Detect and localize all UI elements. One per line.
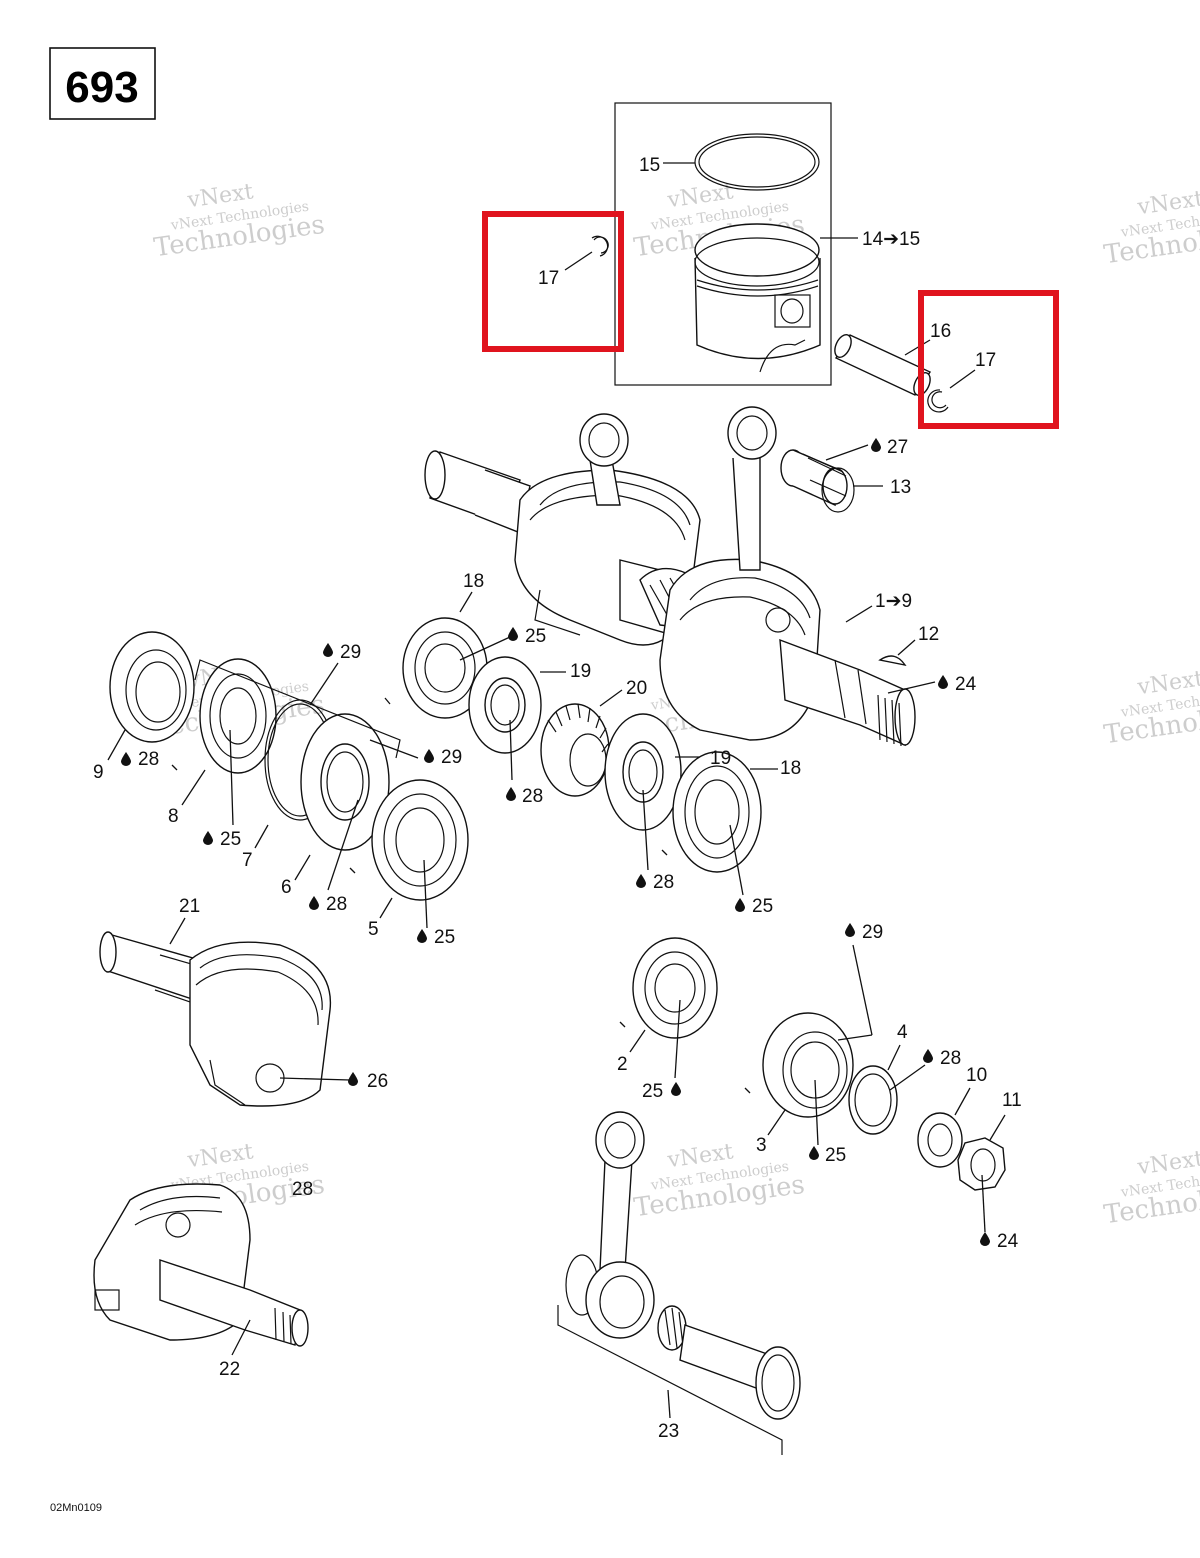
callout: 29: [441, 747, 462, 768]
seal-19-lower: [604, 713, 706, 871]
oil-drop-icon: [424, 749, 434, 763]
page-number-box: 693: [49, 47, 156, 120]
callout: 4: [897, 1022, 908, 1043]
callout: 28: [326, 894, 347, 915]
callout: 21: [179, 896, 200, 917]
oil-drop-icon: [671, 1082, 681, 1096]
bearing-2: [619, 937, 718, 1079]
callout: 25: [434, 927, 455, 948]
oil-drop-icon: [735, 898, 745, 912]
callout: 14➔15: [862, 229, 920, 250]
washer-10: [917, 1087, 971, 1168]
callout: 17: [975, 350, 996, 371]
callout: 11: [1002, 1090, 1022, 1111]
page-number: 693: [65, 63, 138, 112]
nut-11: [957, 1114, 1006, 1233]
figure-code: 02Mn0109: [50, 1502, 102, 1514]
callout: 2: [617, 1054, 628, 1075]
callout: 29: [862, 922, 883, 943]
bearing-5: [349, 779, 469, 929]
oil-drop-icon: [845, 923, 855, 937]
oil-drop-icon: [323, 643, 333, 657]
callout: 28: [522, 786, 543, 807]
callout: 12: [918, 624, 939, 645]
callout: 24: [997, 1231, 1019, 1252]
woodruff-key: [878, 639, 916, 667]
callout: 23: [658, 1421, 679, 1442]
callout: 10: [966, 1065, 987, 1086]
callout: 9: [93, 762, 104, 783]
callout: 3: [756, 1135, 767, 1156]
gear-20: [540, 689, 623, 797]
callout-labels: 15 14➔15 17 16 17 27 13 18 1➔9 12 24 29 …: [93, 155, 1022, 1442]
callout: 13: [890, 477, 911, 498]
seal-19-upper: [468, 656, 566, 781]
callout: 25: [752, 896, 773, 917]
seal-6: [294, 713, 419, 891]
piston-pin: [834, 334, 932, 396]
callout: 28: [138, 749, 159, 770]
seal-9: [107, 631, 195, 761]
highlight-box-right: [918, 290, 1059, 429]
oil-drop-icon: [348, 1072, 358, 1086]
piston-ring: [694, 133, 820, 191]
oil-drop-icon: [636, 874, 646, 888]
piston-group: [614, 102, 858, 386]
bearing-3: [744, 944, 873, 1146]
piston: [694, 223, 821, 373]
callout: 28: [292, 1179, 313, 1200]
callout: 27: [887, 437, 908, 458]
oil-drop-icon: [809, 1146, 819, 1160]
crank-half-21: [99, 917, 351, 1107]
callout: 29: [340, 642, 361, 663]
seal-4: [848, 1044, 926, 1135]
callout: 25: [525, 626, 546, 647]
oil-drop-icon: [871, 438, 881, 452]
callout: 19: [710, 748, 731, 769]
thrust-washer: [821, 467, 883, 513]
crankshaft-assembly: [424, 406, 916, 747]
oil-drop-icon: [309, 896, 319, 910]
callout: 25: [642, 1081, 663, 1102]
needle-bearing: [780, 444, 869, 507]
callout: 26: [367, 1071, 388, 1092]
callout: 16: [930, 321, 951, 342]
callout: 25: [220, 829, 241, 850]
oil-drop-icon: [506, 787, 516, 801]
callout: 20: [626, 678, 647, 699]
bearing-18-lower: [661, 751, 778, 896]
oil-drop-icon: [938, 675, 948, 689]
oil-drop-icon: [417, 929, 427, 943]
callout: 19: [570, 661, 591, 682]
oil-drop-icon: [508, 627, 518, 641]
callout: 6: [281, 877, 292, 898]
callout: 22: [219, 1359, 240, 1380]
callout: 5: [368, 919, 379, 940]
circlip-right: [927, 369, 976, 413]
highlight-box-left: [482, 211, 624, 352]
callout: 24: [955, 674, 977, 695]
connecting-rod-kit-23: [557, 1111, 801, 1455]
callout: 1➔9: [875, 591, 912, 612]
crank-half-22: [93, 1183, 309, 1356]
oil-drop-icon: [980, 1232, 990, 1246]
callout: 28: [940, 1048, 961, 1069]
bearing-18-upper: [384, 591, 511, 719]
callout: 15: [639, 155, 660, 176]
callout: 18: [780, 758, 801, 779]
oil-drop-icon: [203, 831, 213, 845]
callout: 28: [653, 872, 674, 893]
oil-drop-icon: [121, 752, 131, 766]
callout: 18: [463, 571, 484, 592]
callout: 8: [168, 806, 179, 827]
circlip-left: [564, 235, 609, 271]
callout: 17: [538, 268, 559, 289]
oil-drop-icon: [923, 1049, 933, 1063]
callout: 25: [825, 1145, 846, 1166]
callout: 7: [242, 850, 253, 871]
